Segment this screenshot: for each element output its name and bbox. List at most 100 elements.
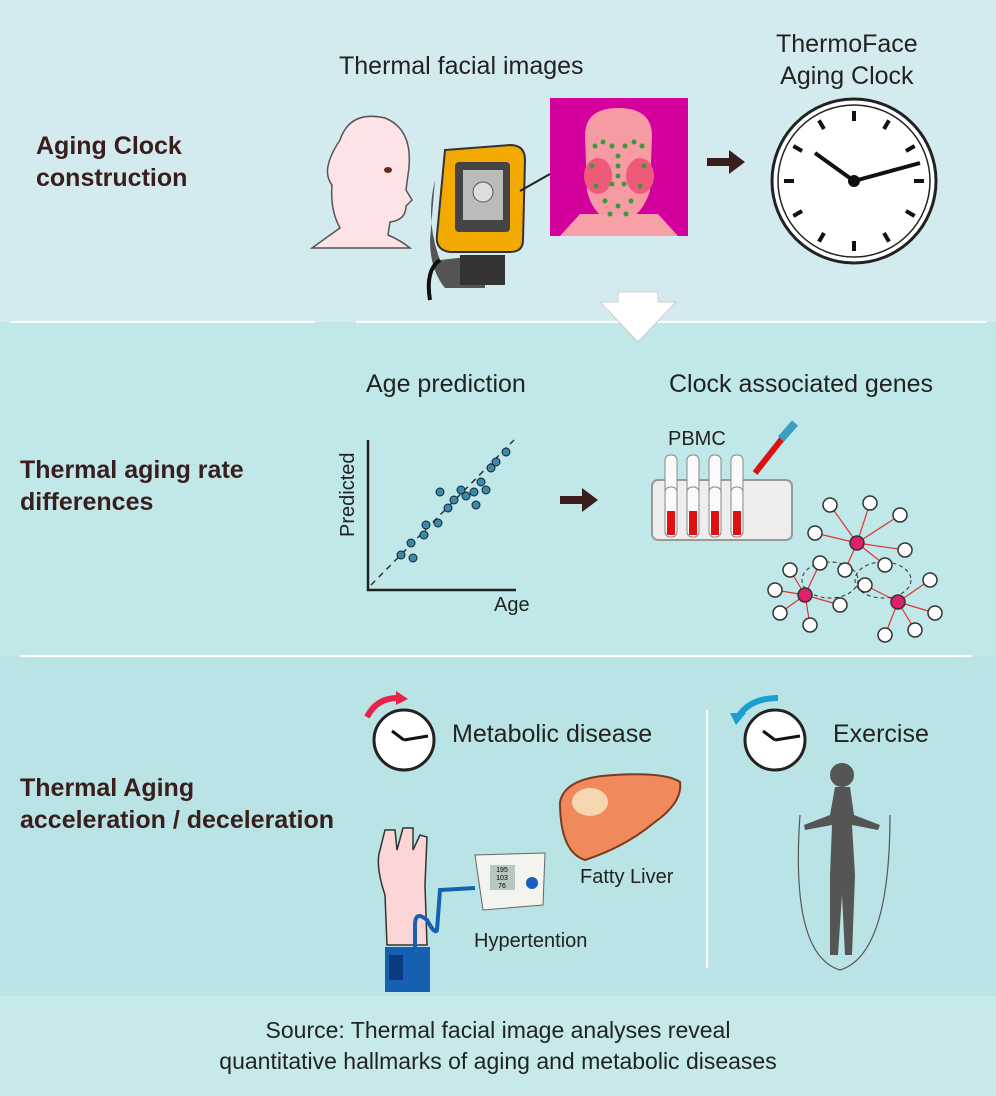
genes-label: Clock associated genes <box>669 370 934 398</box>
gene-node <box>857 577 873 593</box>
divider <box>356 321 986 323</box>
hub-gene-node <box>849 535 865 551</box>
clock-tick <box>817 119 826 131</box>
blood-fill <box>733 511 741 535</box>
cluster-outline <box>801 561 859 599</box>
scatter-point <box>396 550 406 560</box>
gene-node <box>802 617 818 633</box>
gene-node <box>807 525 823 541</box>
age-prediction-label: Age prediction <box>366 370 526 398</box>
scatter-point <box>419 530 429 540</box>
scatter-point <box>481 485 491 495</box>
blood-tube-rack-icon <box>651 420 799 541</box>
hypertension-label: Hypertention <box>474 930 588 952</box>
thermal-face-image <box>519 98 688 236</box>
landmark-dot <box>607 211 613 217</box>
gene-node <box>897 542 913 558</box>
landmark-dot <box>623 211 629 217</box>
accelerating-clock-icon <box>364 691 436 772</box>
gene-node <box>782 562 798 578</box>
source-footer <box>0 996 996 1096</box>
scatter-point <box>435 487 445 497</box>
landmark-dot <box>602 198 608 204</box>
x-axis-label: Age <box>494 594 530 616</box>
scatter-point <box>433 518 443 528</box>
scatter-point <box>461 491 471 501</box>
decelerating-clock-icon <box>730 695 807 772</box>
landmark-dot <box>615 153 621 159</box>
landmark-dot <box>600 139 606 145</box>
scatter-point <box>469 487 479 497</box>
divider <box>10 321 315 323</box>
clock-tick <box>817 231 826 243</box>
gene-node <box>927 605 943 621</box>
network-edge <box>856 542 906 551</box>
landmark-dot <box>589 163 595 169</box>
reading-pulse: 76 <box>498 883 506 890</box>
reading-diastolic: 103 <box>496 875 508 882</box>
scatter-point <box>449 495 459 505</box>
gene-node <box>892 507 908 523</box>
gene-node <box>877 557 893 573</box>
scatter-point <box>456 485 466 495</box>
scatter-point <box>471 500 481 510</box>
blood-fill <box>667 511 675 535</box>
clock-tick <box>882 119 891 131</box>
landmark-dot <box>621 181 627 187</box>
clock-tick <box>904 144 916 153</box>
scatter-point <box>476 477 486 487</box>
gene-node <box>822 497 838 513</box>
cluster-outline <box>854 561 912 599</box>
scatter-plot <box>366 439 516 592</box>
down-arrow-icon <box>598 291 678 343</box>
fatty-liver-label: Fatty Liver <box>580 866 674 888</box>
network-edge <box>856 514 901 544</box>
network-edge <box>829 504 858 544</box>
scatter-point <box>491 457 501 467</box>
vertical-divider <box>706 710 708 968</box>
landmark-dot <box>637 183 643 189</box>
head-icon <box>309 115 413 249</box>
scatter-point <box>406 538 416 548</box>
exercise-label: Exercise <box>833 720 929 748</box>
landmark-dot <box>615 173 621 179</box>
hub-gene-node <box>797 587 813 603</box>
scatter-point <box>443 503 453 513</box>
landmark-dot <box>639 143 645 149</box>
thermal-camera-icon <box>426 143 527 301</box>
gene-node <box>772 605 788 621</box>
metabolic-disease-label: Metabolic disease <box>452 720 653 748</box>
gene-node <box>812 555 828 571</box>
jump-rope-figure-icon <box>797 763 891 971</box>
reading-systolic: 195 <box>496 867 508 874</box>
pbmc-label: PBMC <box>668 428 726 450</box>
blood-fill <box>711 511 719 535</box>
gene-node <box>837 562 853 578</box>
landmark-dot <box>615 163 621 169</box>
gene-node <box>877 627 893 643</box>
landmark-dot <box>622 143 628 149</box>
landmark-dot <box>593 183 599 189</box>
blood-pressure-arm-icon: 195 103 76 <box>377 827 546 992</box>
clock-tick <box>882 231 891 243</box>
gene-network-icon <box>767 495 943 643</box>
thermal-images-label: Thermal facial images <box>339 52 584 80</box>
section-rate <box>0 322 996 656</box>
blood-fill <box>689 511 697 535</box>
hub-gene-node <box>890 594 906 610</box>
scatter-point <box>501 447 511 457</box>
landmark-dot <box>592 143 598 149</box>
gene-node <box>862 495 878 511</box>
source-caption: Source: Thermal facial image analyses re… <box>219 1017 777 1074</box>
landmark-dot <box>631 139 637 145</box>
landmark-dot <box>641 163 647 169</box>
fatty-liver-icon <box>558 773 682 862</box>
scatter-point <box>486 463 496 473</box>
gene-node <box>922 572 938 588</box>
arrow-right-icon <box>560 488 598 512</box>
divider <box>20 655 972 657</box>
